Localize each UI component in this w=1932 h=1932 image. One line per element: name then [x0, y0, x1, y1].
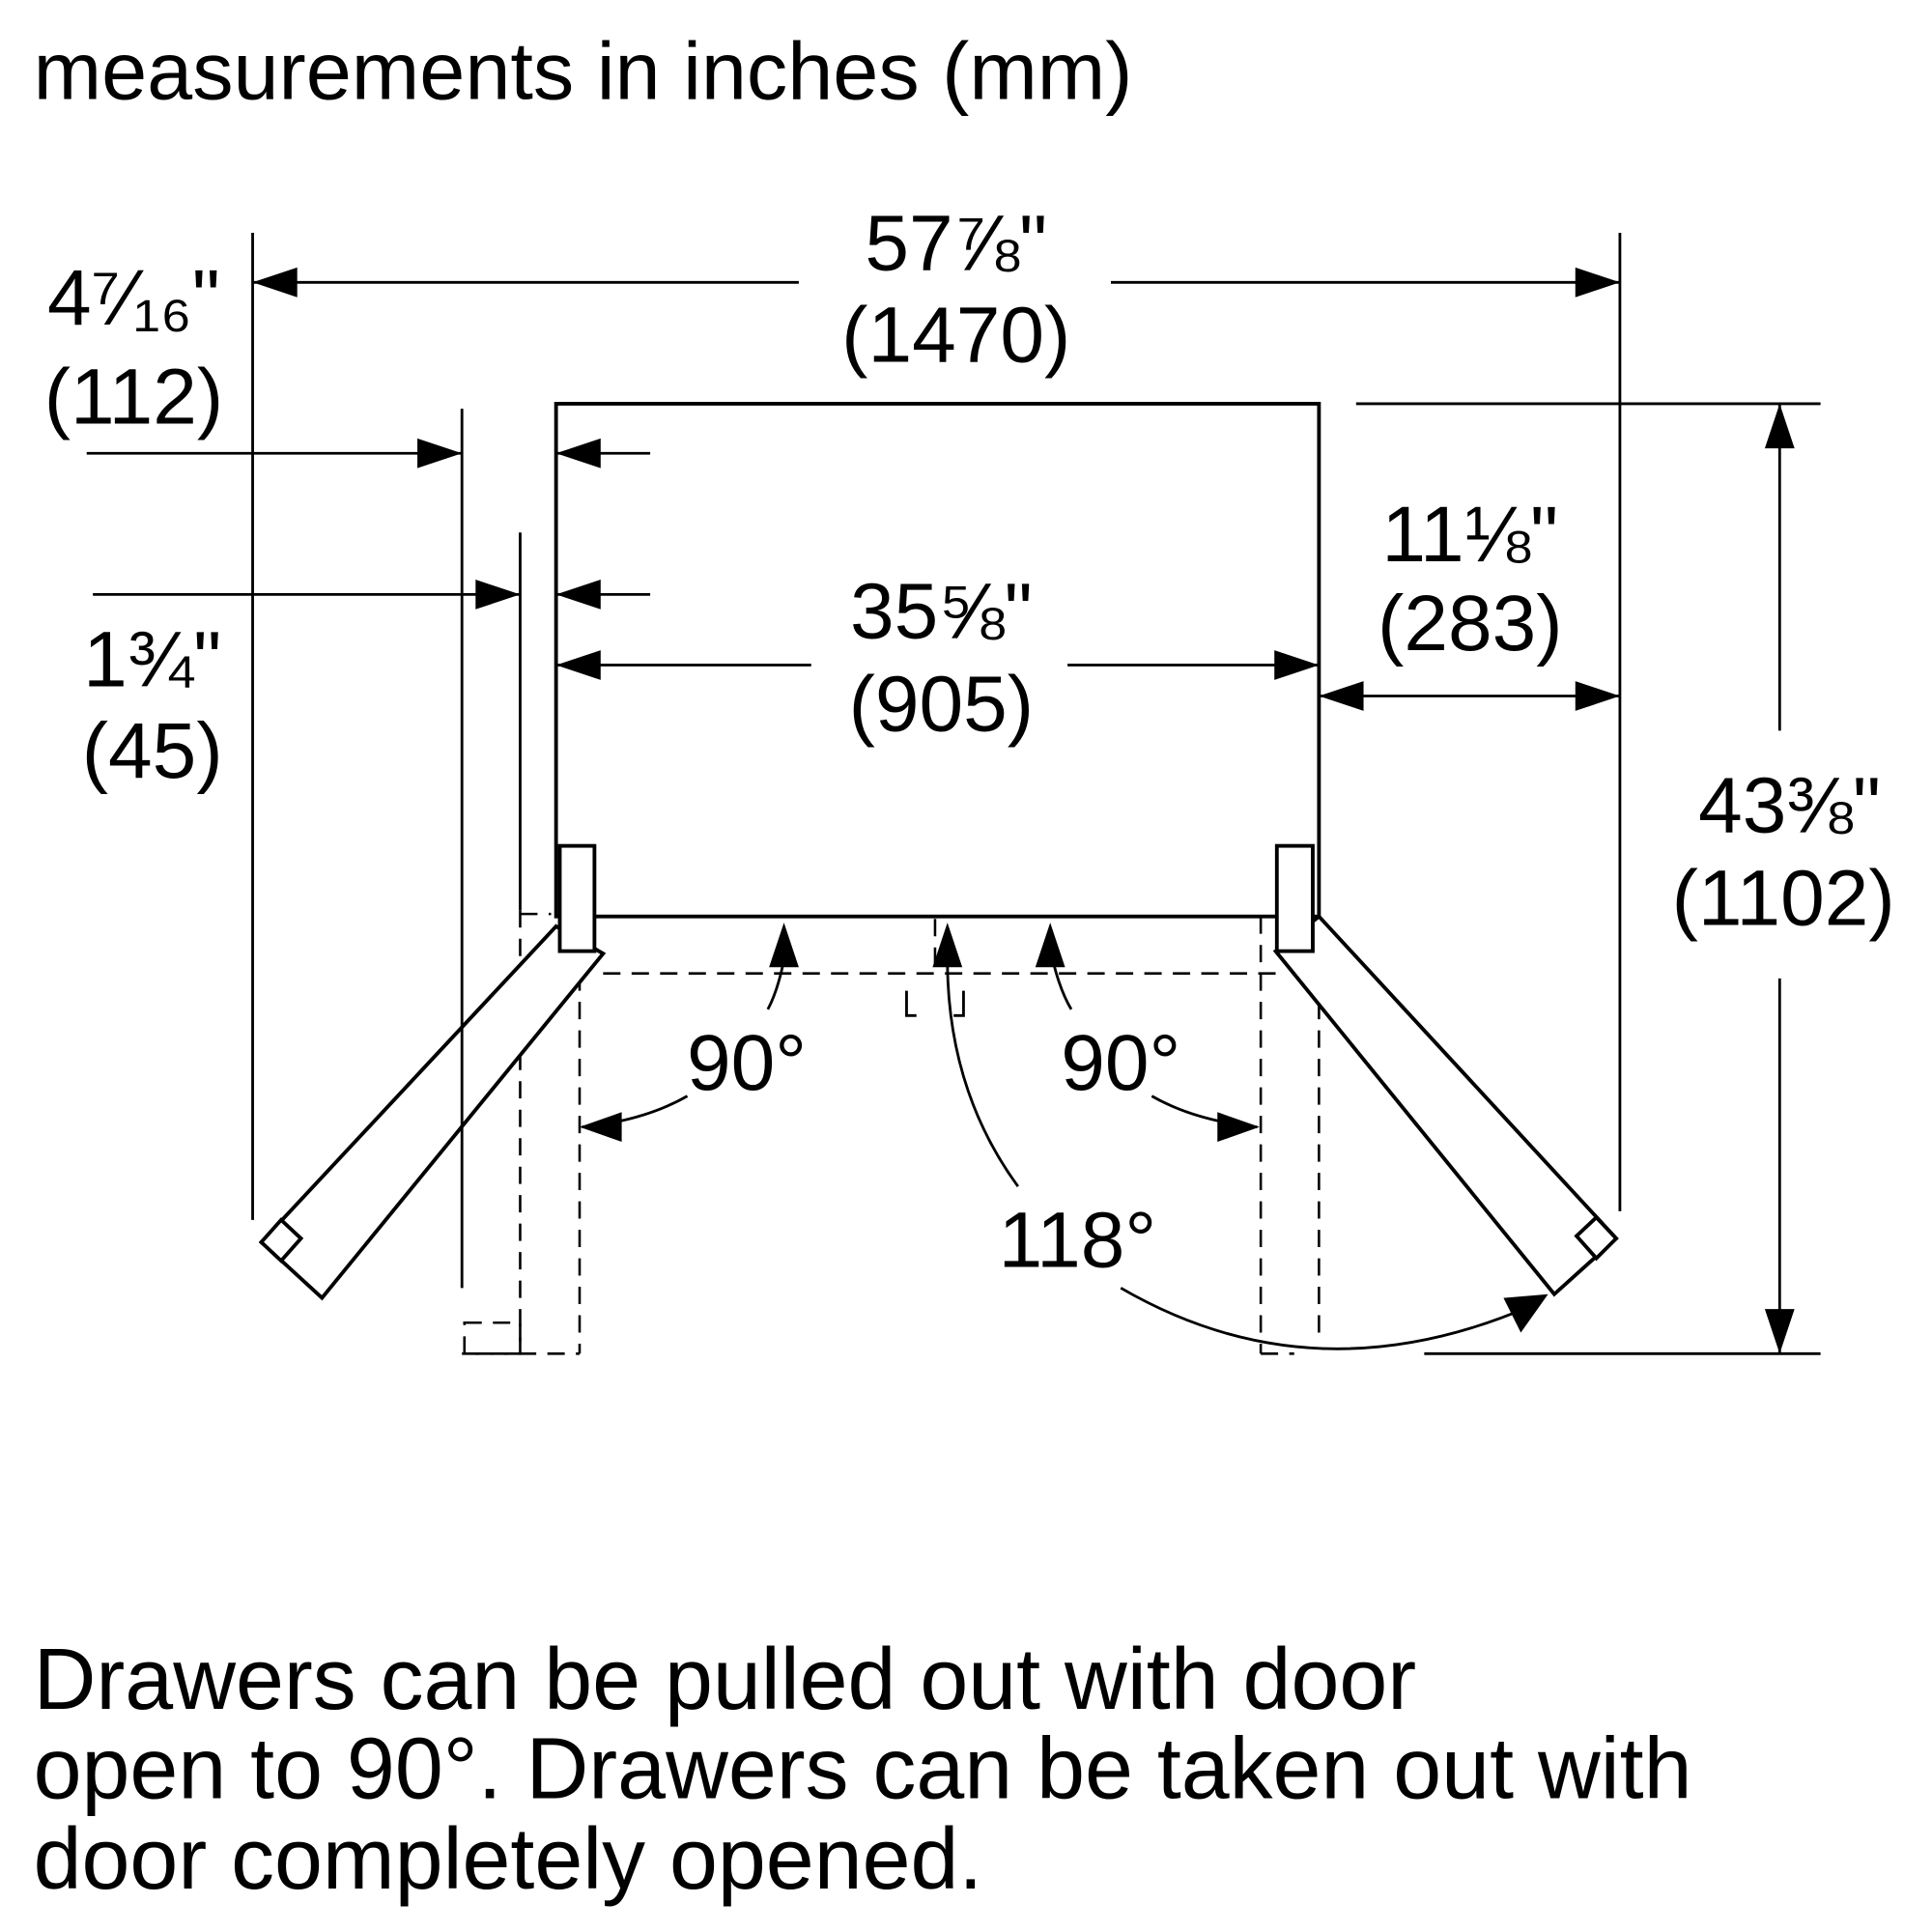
- overall-depth-in: 43⅜": [1698, 762, 1881, 850]
- right-door-handle: [1574, 1214, 1619, 1262]
- note-line-1: Drawers can be pulled out with door: [34, 1632, 1417, 1728]
- note-line-2: open to 90°. Drawers can be taken out wi…: [34, 1721, 1692, 1818]
- cabinet-outline: [554, 402, 1321, 919]
- overall-width-in: 57⅞": [865, 199, 1047, 287]
- door-thickness-in: 1¾": [83, 615, 221, 703]
- overall-width-dimension: 57⅞" (1470): [251, 199, 1622, 1220]
- left-door: [258, 923, 607, 1301]
- cabinet-width-mm: (905): [849, 660, 1035, 748]
- right-clearance-dimension: 11⅛" (283): [1319, 491, 1620, 711]
- door-thickness-mm: (45): [82, 707, 223, 795]
- right-angle-label: 90°: [1061, 1019, 1180, 1107]
- note: Drawers can be pulled out with door open…: [34, 1632, 1692, 1908]
- note-line-3: door completely opened.: [34, 1811, 983, 1908]
- left-hinge: [557, 843, 597, 953]
- overall-depth-mm: (1102): [1672, 855, 1895, 943]
- overall-width-mm: (1470): [841, 291, 1070, 379]
- right-door: [1272, 914, 1619, 1297]
- full-angle-label: 118°: [999, 1197, 1157, 1285]
- left-door-handle: [258, 1217, 304, 1264]
- cabinet-width-in: 35⅝": [850, 567, 1033, 655]
- cabinet-width-dimension: 35⅝" (905): [555, 567, 1320, 748]
- dashed-guides: [462, 910, 1321, 1355]
- left-angle-label: 90°: [687, 1019, 807, 1107]
- angle-annotations: 90° 90° 118°: [580, 923, 1548, 1350]
- right-clearance-mm: (283): [1378, 580, 1563, 668]
- overall-depth-dimension: 43⅜" (1102): [1355, 402, 1895, 1355]
- left-clearance-mm: (112): [44, 353, 223, 440]
- right-hinge: [1274, 843, 1315, 953]
- door-thickness-dimension: 1¾" (45): [82, 532, 651, 911]
- right-clearance-in: 11⅛": [1381, 491, 1558, 579]
- left-clearance-dimension: 4⁷⁄₁₆" (112): [44, 254, 651, 1289]
- left-clearance-in: 4⁷⁄₁₆": [47, 254, 220, 342]
- title: measurements in inches (mm): [34, 25, 1133, 117]
